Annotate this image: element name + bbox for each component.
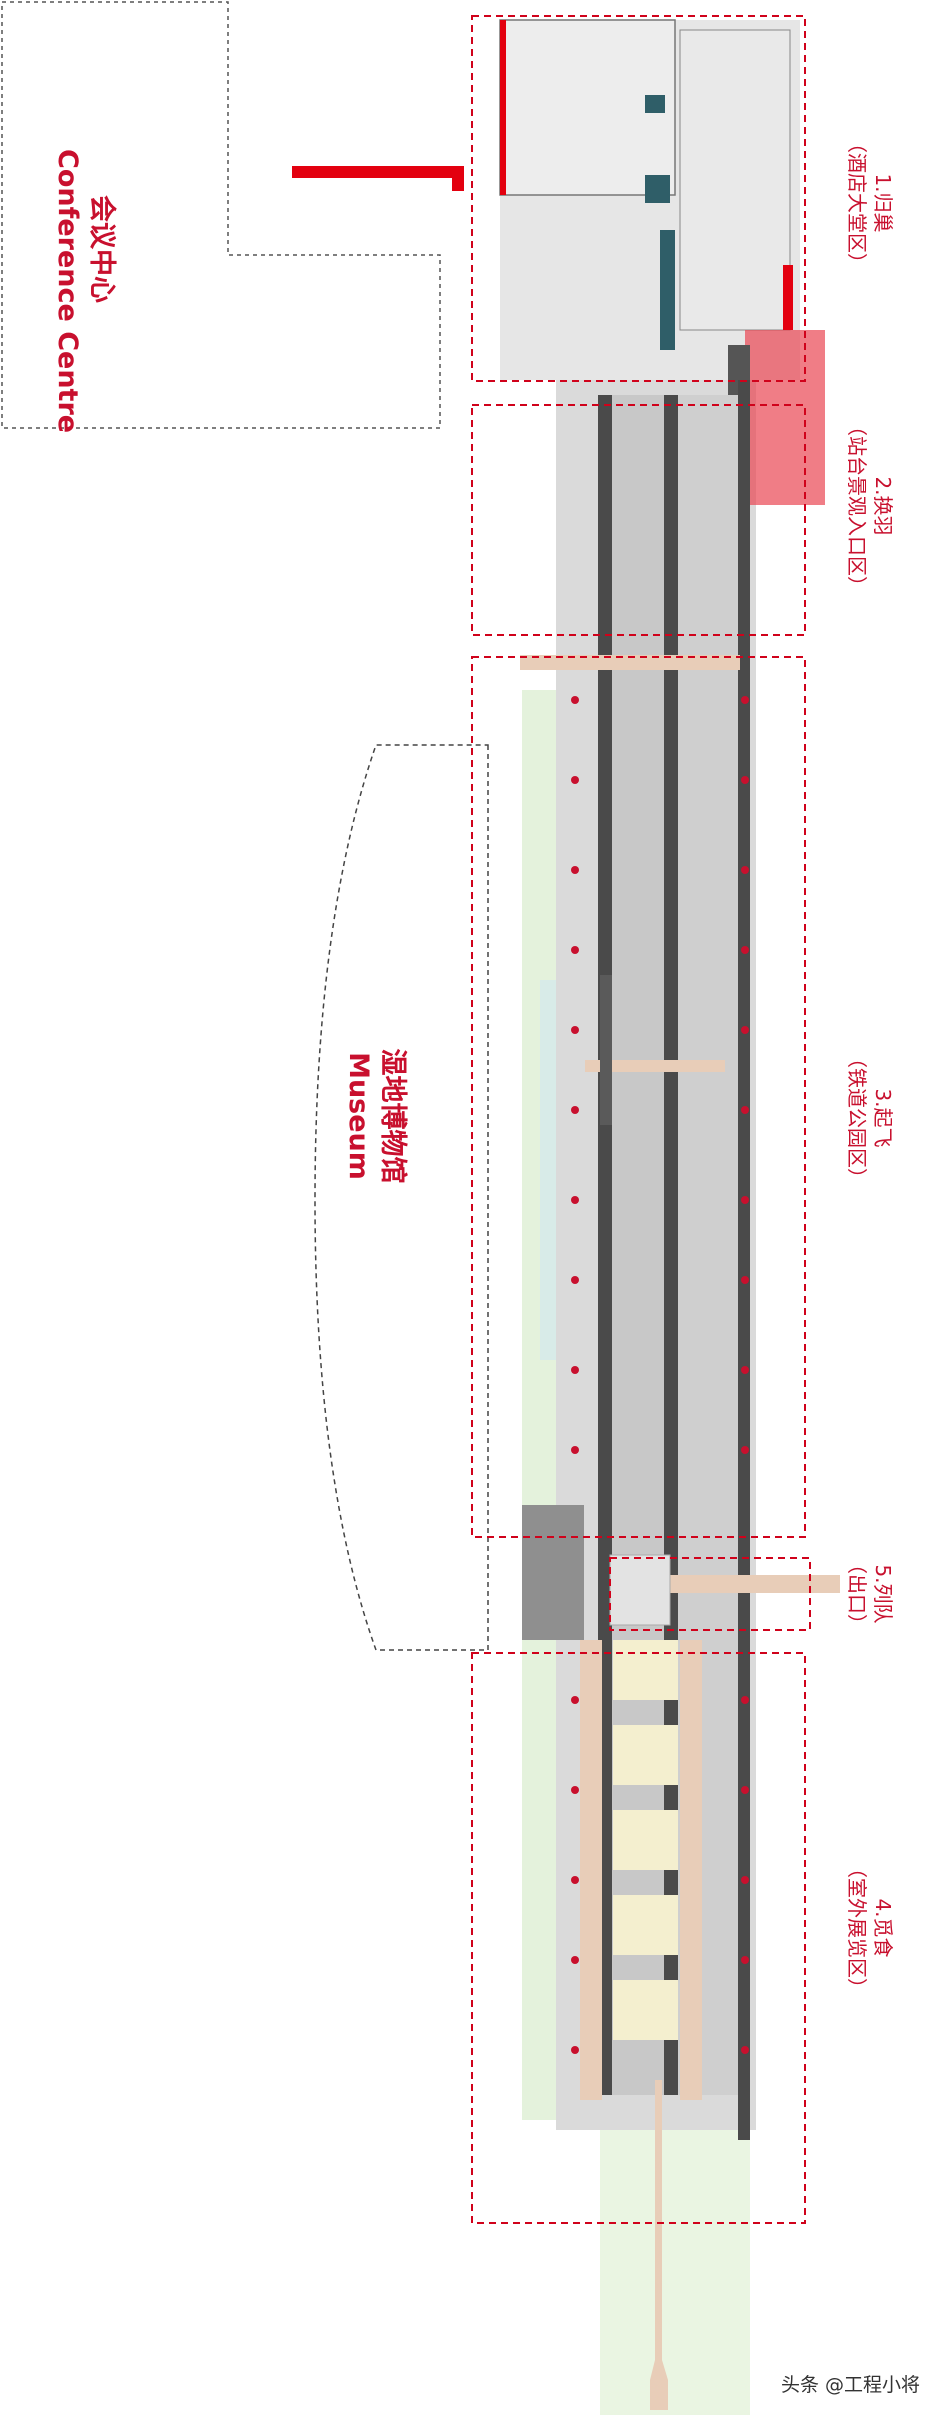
museum-label: 湿地博物馆 Museum: [341, 1036, 409, 1196]
deck-walk: [580, 1640, 602, 2100]
zone-label-4: 4.觅食 （室外展览区）: [844, 1838, 896, 2018]
teal-core: [660, 230, 675, 350]
red-wall: [292, 166, 452, 178]
zone-subtitle: （室外展览区）: [845, 1858, 869, 1998]
zone-label-3: 3.起飞 （铁道公园区）: [844, 1028, 896, 1208]
south-boardwalk: [650, 2080, 668, 2410]
deck-bridge: [520, 655, 740, 670]
conference-centre-label: 会议中心 Conference Centre: [50, 149, 118, 434]
deck-bay: [613, 1725, 678, 1785]
museum-outline: [314, 744, 489, 1651]
entry-canopy: [745, 330, 825, 505]
deck-bridge: [585, 1060, 725, 1072]
deck-bay: [613, 1895, 678, 1955]
deck-bay: [613, 1640, 678, 1700]
zone-title: 5.列队: [871, 1564, 895, 1624]
zone-subtitle: （站台景观入口区）: [845, 416, 869, 596]
deck-walk: [680, 1640, 702, 2100]
teal-core: [645, 95, 665, 113]
conference-centre-zh: 会议中心: [86, 195, 117, 303]
zone-label-5: 5.列队 （出口）: [844, 1529, 896, 1659]
deck-bay: [613, 1810, 678, 1870]
zone-subtitle: （酒店大堂区）: [845, 133, 869, 273]
red-wall: [783, 265, 793, 330]
zone-frame-4: [471, 1652, 806, 2224]
rail-markers: [571, 696, 749, 2054]
conference-centre-outline: [1, 1, 441, 429]
deck-bay: [613, 1980, 678, 2040]
zone-title: 4.觅食: [871, 1898, 895, 1958]
museum-zh: 湿地博物馆: [377, 1048, 408, 1184]
zone-frame-3: [471, 656, 806, 1538]
red-wall: [452, 166, 464, 191]
zone-title: 1.归巢: [871, 173, 895, 233]
zone-label-2: 2.换羽 （站台景观入口区）: [844, 396, 896, 616]
deck-bridge: [660, 1575, 840, 1593]
zone-title: 3.起飞: [871, 1088, 895, 1148]
exit-plaza: [609, 1554, 671, 1626]
zone-label-1: 1.归巢 （酒店大堂区）: [844, 113, 896, 293]
zone-subtitle: （出口）: [845, 1554, 869, 1634]
hotel-block-east: [679, 29, 791, 331]
zone-title: 2.换羽: [871, 476, 895, 536]
teal-core: [645, 175, 670, 203]
display-strip: [600, 975, 612, 1125]
watermark: 头条 @工程小将: [780, 2374, 920, 2396]
museum-en: Museum: [343, 1052, 374, 1180]
zone-frames: [471, 15, 811, 2224]
red-wall: [500, 20, 506, 195]
zone-subtitle: （铁道公园区）: [845, 1048, 869, 1188]
zone-frame-1: [471, 15, 806, 382]
zone-frame-2: [471, 404, 806, 636]
zone-frame-5: [609, 1557, 811, 1631]
plaza-dark: [522, 1505, 584, 1640]
rail-track: [738, 380, 750, 2140]
conference-centre-en: Conference Centre: [52, 149, 83, 434]
